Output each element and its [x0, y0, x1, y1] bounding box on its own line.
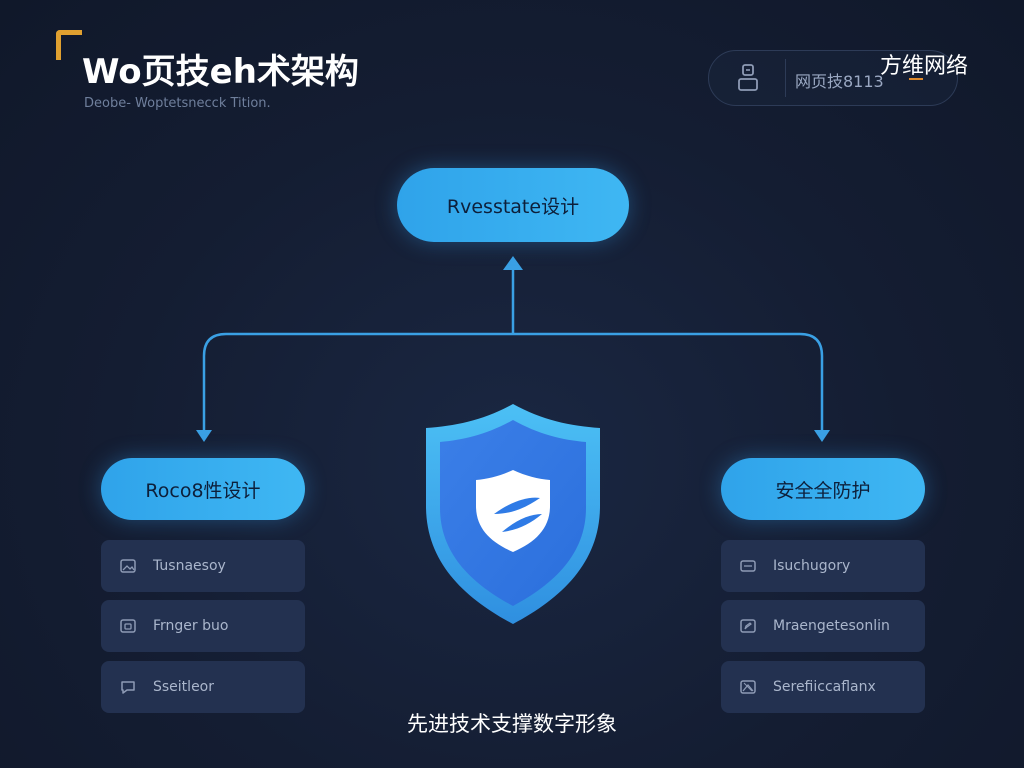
arrowhead-up: [503, 256, 523, 270]
badge-dash-accent: [909, 78, 923, 80]
right-list-item[interactable]: Isuchugory: [721, 540, 925, 592]
page-title: Wo页技eh术架构: [82, 52, 359, 92]
left-list-item[interactable]: Sseitleor: [101, 661, 305, 713]
badge-text: 网页技8113: [795, 72, 884, 91]
right-list-item[interactable]: Mraengetesonlin: [721, 600, 925, 652]
left-list-item[interactable]: Frnger buo: [101, 600, 305, 652]
right-node[interactable]: 安全全防护: [721, 458, 925, 520]
shield-icon: [426, 404, 600, 624]
brand-name: 方维网络: [880, 54, 969, 79]
list-item-label: Tusnaesoy: [153, 558, 226, 574]
right-list-item[interactable]: Serefiiccaflanx: [721, 661, 925, 713]
image-icon: [120, 559, 136, 573]
list-item-label: Frnger buo: [153, 618, 229, 634]
corner-accent-mark: [56, 30, 82, 60]
left-list-item[interactable]: Tusnaesoy: [101, 540, 305, 592]
chat-icon: [121, 681, 135, 694]
page-subtitle: Deobe- Woptetsnecck Tition.: [84, 96, 271, 111]
arrowhead-right: [814, 430, 830, 442]
user-icon: [738, 64, 758, 91]
image-icon: [740, 680, 756, 694]
list-item-label: Serefiiccaflanx: [773, 679, 876, 695]
edit-icon: [740, 619, 756, 633]
list-item-label: Mraengetesonlin: [773, 618, 890, 634]
frame-icon: [120, 619, 136, 633]
badge-divider: [785, 59, 786, 97]
header-badge[interactable]: 网页技8113: [708, 50, 958, 106]
list-item-label: Sseitleor: [153, 679, 214, 695]
arrowhead-left: [196, 430, 212, 442]
connector-left: [202, 332, 513, 432]
top-node[interactable]: Rvesstate设计: [397, 168, 629, 242]
list-item-label: Isuchugory: [773, 558, 851, 574]
left-node[interactable]: Roco8性设计: [101, 458, 305, 520]
bottom-caption: 先进技术支撑数字形象: [407, 712, 617, 736]
connector-right: [513, 332, 824, 432]
card-icon: [740, 560, 756, 572]
